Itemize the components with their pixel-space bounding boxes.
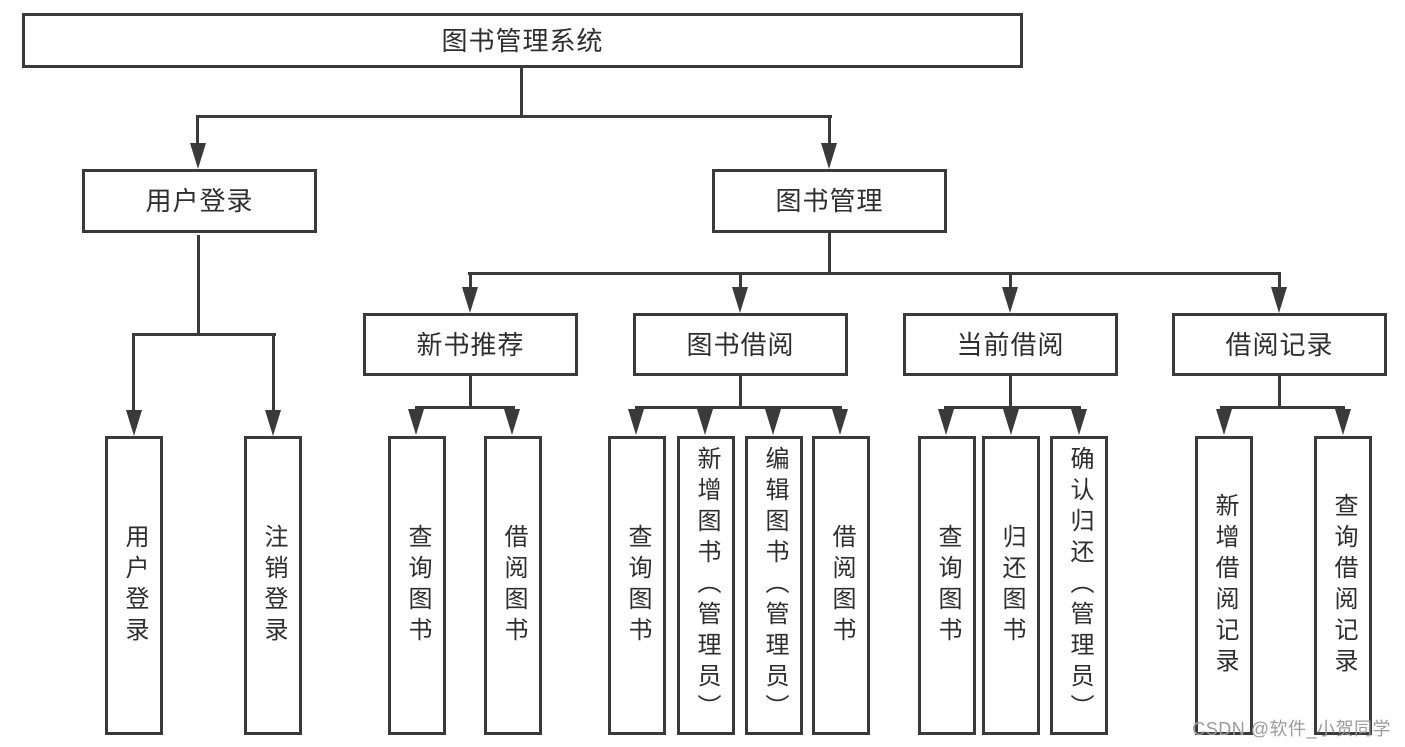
node-new-book-recommend: 新书推荐: [363, 313, 578, 376]
node-label: 图书借阅: [686, 329, 795, 360]
node-leaf-records-add-record: 新增借阅记录: [1195, 436, 1253, 735]
node-borrowing-records: 借阅记录: [1172, 313, 1387, 376]
connector-records-stem: [1278, 376, 1281, 408]
connector-borrowing-stem: [739, 376, 742, 408]
node-leaf-borrowing-edit-books: 编辑图书（管理员）: [745, 436, 803, 735]
arrow-down-icon: [408, 409, 424, 435]
arrow-down-icon: [628, 409, 644, 435]
node-leaf-logout: 注销登录: [244, 436, 302, 735]
connector-level2-split: [468, 272, 1281, 275]
connector-stub: [272, 333, 275, 411]
arrow-down-icon: [732, 287, 748, 313]
arrow-down-icon: [1071, 409, 1087, 435]
node-book-borrowing: 图书借阅: [633, 313, 848, 376]
connector-newbook-stem: [469, 376, 472, 408]
connector-stub: [196, 115, 199, 145]
arrow-down-icon: [1216, 409, 1232, 435]
node-label: 借阅图书: [500, 523, 527, 648]
node-label: 查询图书: [404, 523, 431, 648]
node-user-login: 用户登录: [82, 169, 317, 233]
arrow-down-icon: [1003, 409, 1019, 435]
node-label: 查询借阅记录: [1330, 492, 1357, 679]
connector-records-split: [1220, 406, 1345, 409]
node-leaf-borrowing-add-books: 新增图书（管理员）: [677, 436, 735, 735]
node-leaf-user-login: 用户登录: [105, 436, 163, 735]
arrow-down-icon: [821, 143, 837, 169]
node-label: 借阅记录: [1225, 329, 1334, 360]
node-current-borrowing: 当前借阅: [903, 313, 1118, 376]
connector-borrowing-split: [635, 406, 842, 409]
node-leaf-borrowing-query-books: 查询图书: [608, 436, 666, 735]
connector-stub: [469, 272, 472, 288]
connector-level1-split: [196, 115, 832, 118]
node-label: 当前借阅: [956, 329, 1065, 360]
connector-newbook-split: [415, 406, 515, 409]
node-label: 注销登录: [260, 523, 287, 648]
arrow-down-icon: [126, 410, 142, 436]
arrow-down-icon: [1271, 287, 1287, 313]
arrow-down-icon: [504, 409, 520, 435]
node-label: 确认归还（管理员）: [1066, 446, 1093, 725]
connector-user-login-split: [132, 333, 276, 336]
connector-stub: [739, 272, 742, 288]
arrow-down-icon: [190, 143, 206, 169]
node-label: 图书管理系统: [441, 25, 604, 56]
arrow-down-icon: [1002, 287, 1018, 313]
connector-stub: [1009, 272, 1012, 288]
node-leaf-current-confirm-return: 确认归还（管理员）: [1050, 436, 1108, 735]
node-label: 新书推荐: [416, 329, 525, 360]
connector-root-stem: [520, 68, 523, 117]
node-label: 图书管理: [775, 186, 884, 216]
node-label: 借阅图书: [828, 523, 855, 648]
node-label: 查询图书: [934, 523, 961, 648]
node-label: 新增图书（管理员）: [693, 446, 720, 725]
arrow-down-icon: [1335, 409, 1351, 435]
connector-stub: [132, 333, 135, 411]
connector-current-stem: [1009, 376, 1012, 408]
node-label: 用户登录: [145, 186, 254, 216]
arrow-down-icon: [462, 287, 478, 313]
node-leaf-recommend-query-books: 查询图书: [388, 436, 446, 735]
node-label: 查询图书: [624, 523, 651, 648]
node-leaf-recommend-borrow-books: 借阅图书: [484, 436, 542, 735]
arrow-down-icon: [832, 409, 848, 435]
node-leaf-records-query-record: 查询借阅记录: [1314, 436, 1372, 735]
arrow-down-icon: [265, 410, 281, 436]
node-label: 用户登录: [121, 523, 148, 648]
csdn-watermark: CSDN @软件_小贺同学: [1192, 719, 1391, 739]
connector-current-split: [944, 406, 1081, 409]
node-leaf-borrowing-borrow-books: 借阅图书: [812, 436, 870, 735]
node-library-management-system: 图书管理系统: [22, 13, 1023, 68]
connector-user-login-stem: [197, 235, 200, 335]
node-label: 归还图书: [998, 523, 1025, 648]
node-book-management: 图书管理: [712, 169, 947, 233]
arrow-down-icon: [697, 409, 713, 435]
node-label: 编辑图书（管理员）: [761, 446, 788, 725]
arrow-down-icon: [765, 409, 781, 435]
connector-stub: [1278, 272, 1281, 288]
node-leaf-current-query-books: 查询图书: [918, 436, 976, 735]
connector-book-mgmt-stem: [828, 233, 831, 274]
node-label: 新增借阅记录: [1211, 492, 1238, 679]
connector-stub: [828, 115, 831, 145]
arrow-down-icon: [938, 409, 954, 435]
node-leaf-current-return-books: 归还图书: [982, 436, 1040, 735]
